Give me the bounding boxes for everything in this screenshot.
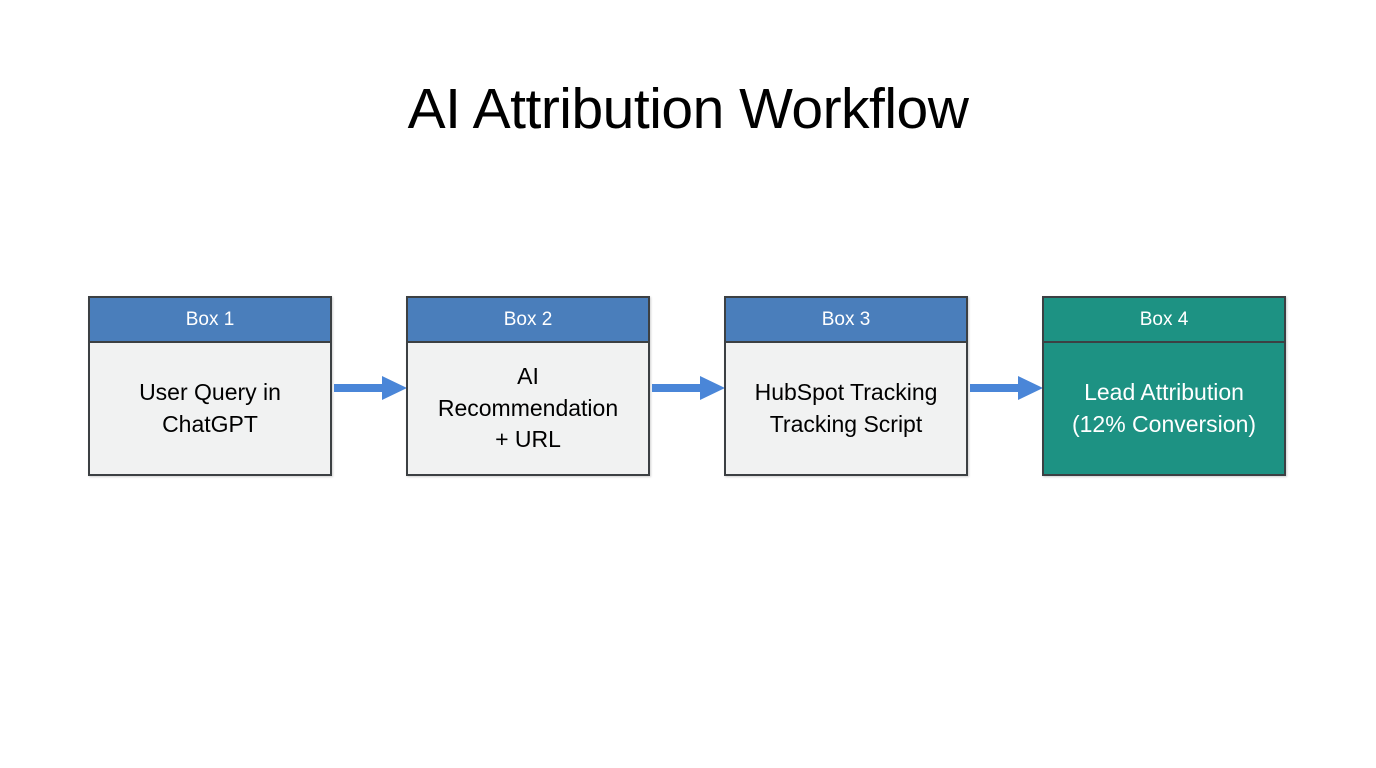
arrow-box2-to-box3 <box>652 375 726 401</box>
workflow-diagram: Box 1 User Query in ChatGPT Box 2 AI Rec… <box>88 296 1288 478</box>
arrow-box3-to-box4 <box>970 375 1044 401</box>
flow-node-header: Box 3 <box>726 298 966 343</box>
flow-node-body: AI Recommendation + URL <box>408 343 648 474</box>
flow-node-box-1[interactable]: Box 1 User Query in ChatGPT <box>88 296 332 476</box>
page-title: AI Attribution Workflow <box>407 77 969 141</box>
flow-node-box-3[interactable]: Box 3 HubSpot Tracking Tracking Script <box>724 296 968 476</box>
flow-node-box-2[interactable]: Box 2 AI Recommendation + URL <box>406 296 650 476</box>
flow-node-body: User Query in ChatGPT <box>90 343 330 474</box>
arrow-box1-to-box2 <box>334 375 408 401</box>
flow-node-header: Box 1 <box>90 298 330 343</box>
flow-node-box-4[interactable]: Box 4 Lead Attribution (12% Conversion) <box>1042 296 1286 476</box>
flow-node-header: Box 2 <box>408 298 648 343</box>
flow-node-body: HubSpot Tracking Tracking Script <box>726 343 966 474</box>
flow-node-body: Lead Attribution (12% Conversion) <box>1044 343 1284 474</box>
flow-node-header: Box 4 <box>1044 298 1284 343</box>
